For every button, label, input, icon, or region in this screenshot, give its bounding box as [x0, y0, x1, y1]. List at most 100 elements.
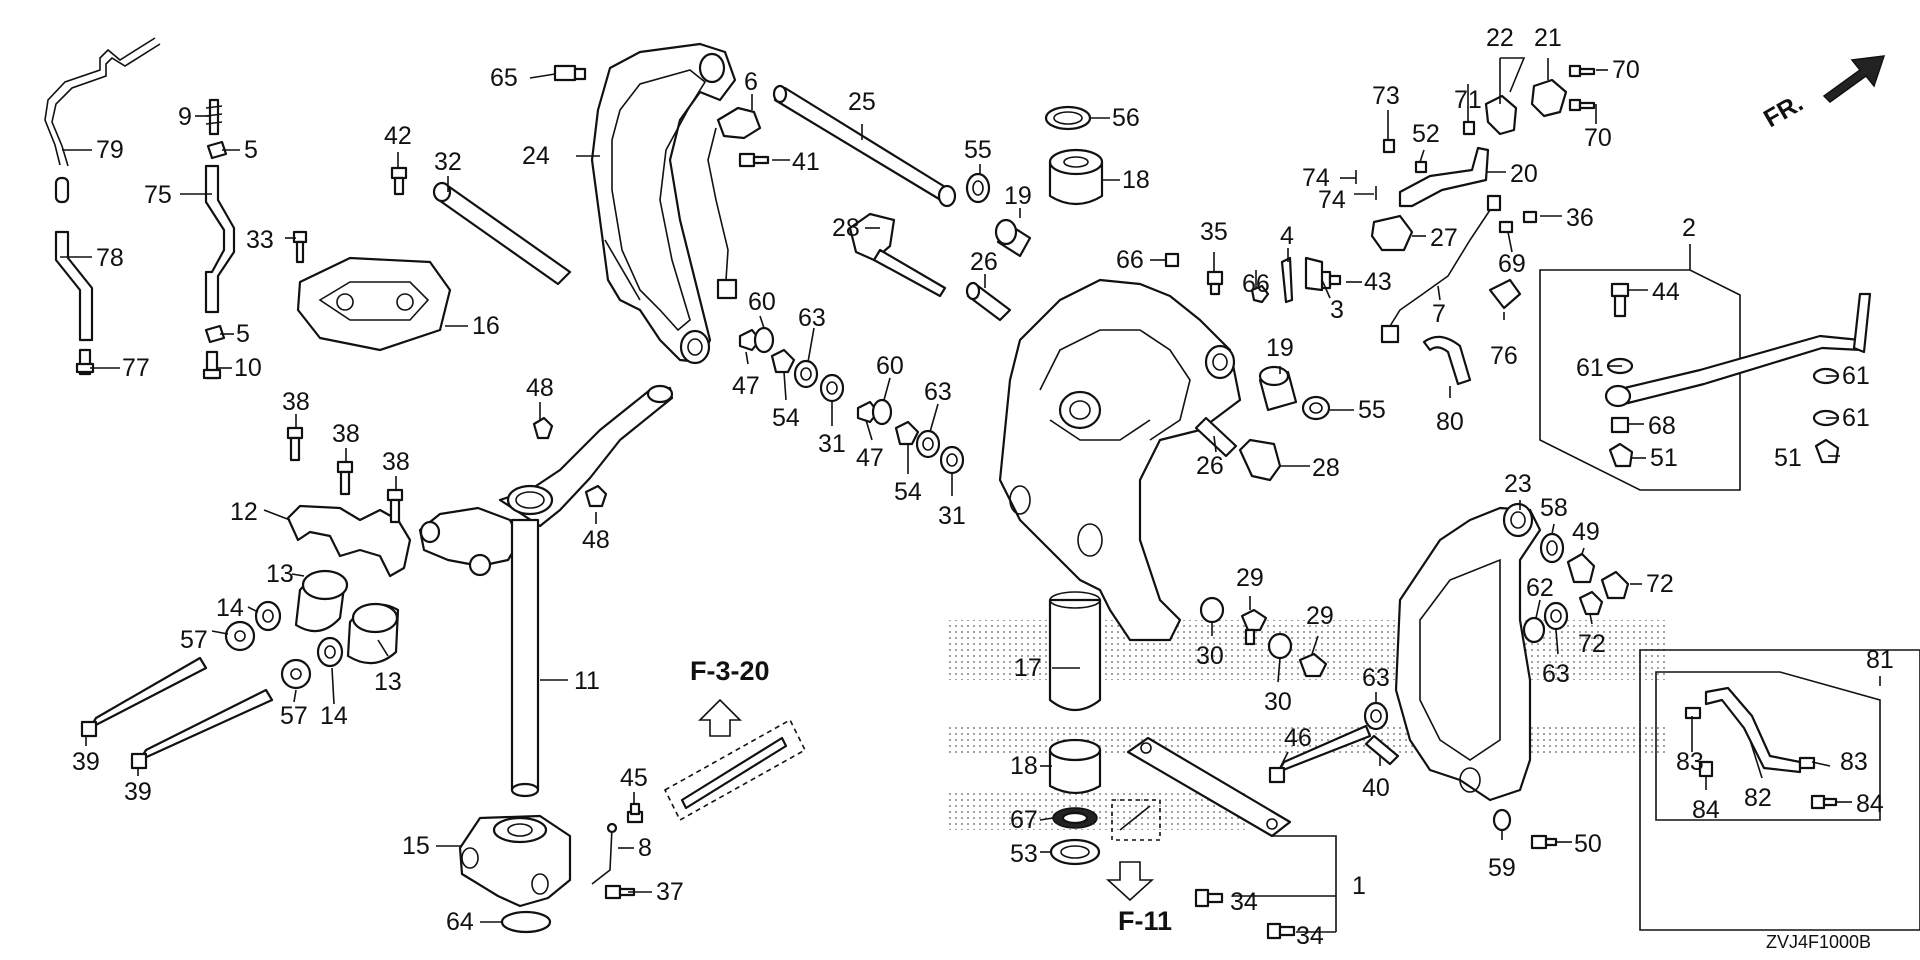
washer-57b	[280, 658, 312, 690]
clip-71	[1462, 120, 1476, 136]
bracket-20	[1398, 146, 1490, 208]
mount-13b	[346, 602, 400, 665]
bolt-29a	[1240, 608, 1268, 646]
washer-63c	[1543, 601, 1569, 631]
part-label-31b: 31	[938, 502, 966, 530]
part-label-39a: 39	[72, 748, 100, 776]
swivel-case-17	[998, 278, 1242, 712]
part-label-46: 46	[1284, 724, 1312, 752]
clip-73	[1382, 138, 1396, 154]
part-label-48a: 48	[526, 374, 554, 402]
part-label-32: 32	[434, 148, 462, 176]
part-label-44: 44	[1652, 278, 1680, 306]
collar-68	[1610, 416, 1630, 434]
bolt-69	[1498, 220, 1514, 234]
part-label-2: 2	[1682, 214, 1696, 242]
part-label-48b: 48	[582, 526, 610, 554]
part-label-4: 4	[1280, 222, 1294, 250]
knob-28a	[848, 212, 947, 298]
cover-16	[296, 256, 452, 352]
nut-51a	[1608, 442, 1634, 468]
clamp-22	[1484, 94, 1518, 136]
part-label-10: 10	[234, 354, 262, 382]
part-label-74a: 74	[1302, 164, 1330, 192]
part-label-53: 53	[1010, 840, 1038, 868]
bolt-29b	[1298, 652, 1328, 678]
bushing-18a	[1048, 148, 1104, 206]
bolt-34b	[1266, 922, 1296, 940]
washer-63d	[1363, 701, 1389, 731]
knob-28b	[1238, 438, 1282, 482]
bolt-35	[1206, 270, 1224, 296]
part-label-52: 52	[1412, 120, 1440, 148]
washer-30a	[1199, 596, 1225, 624]
part-label-11: 11	[574, 667, 600, 695]
part-label-55a: 55	[964, 136, 992, 164]
cable-6	[707, 106, 762, 300]
part-label-15: 15	[402, 832, 430, 860]
bolt-44	[1610, 282, 1630, 318]
bolt-77	[75, 348, 95, 376]
part-label-68: 68	[1648, 412, 1676, 440]
nut-49	[1566, 552, 1596, 584]
mount-13a	[294, 569, 349, 633]
bolt-33	[292, 230, 308, 264]
washer-57a	[224, 620, 256, 652]
part-label-61b: 61	[1842, 362, 1870, 390]
part-label-54a: 54	[772, 404, 800, 432]
part-label-40: 40	[1362, 774, 1390, 802]
part-label-60a: 60	[748, 288, 776, 316]
part-label-83a: 83	[1676, 748, 1704, 776]
part-label-18a: 18	[1122, 166, 1150, 194]
part-label-54b: 54	[894, 478, 922, 506]
part-label-80: 80	[1436, 408, 1464, 436]
part-label-63d: 63	[1362, 664, 1390, 692]
nut-54a	[770, 348, 796, 374]
bolt-70a	[1568, 64, 1596, 78]
part-label-13a: 13	[266, 560, 294, 588]
part-label-56: 56	[1112, 104, 1140, 132]
part-label-51a: 51	[1650, 444, 1678, 472]
washer-62	[1522, 616, 1546, 644]
washer-63a	[793, 359, 819, 389]
part-label-70a: 70	[1612, 56, 1640, 84]
bracket-group-81	[1639, 649, 1920, 931]
part-label-75: 75	[144, 181, 172, 209]
part-label-79: 79	[96, 136, 124, 164]
washer-60b	[871, 398, 893, 426]
part-label-18b: 18	[1010, 752, 1038, 780]
part-label-20: 20	[1510, 160, 1538, 188]
part-label-23: 23	[1504, 470, 1532, 498]
part-label-72a: 72	[1646, 570, 1674, 598]
bolt-45	[626, 802, 644, 824]
part-label-66a: 66	[1116, 246, 1144, 274]
part-label-6: 6	[744, 68, 758, 96]
washer-14a	[254, 600, 282, 632]
pin-26a	[965, 281, 1012, 322]
bolt-42	[390, 166, 408, 196]
part-label-21: 21	[1534, 24, 1562, 52]
part-label-14a: 14	[216, 594, 244, 622]
reference-f-3-20: F-3-20	[663, 656, 807, 822]
steering-arm-11	[418, 384, 674, 798]
washer-55a	[965, 172, 991, 204]
ground-strap-1	[1111, 736, 1292, 841]
cable-8	[591, 822, 618, 885]
bolt-39b	[130, 688, 274, 770]
nut-66b	[1250, 284, 1270, 304]
part-label-19b: 19	[1266, 334, 1294, 362]
part-label-41: 41	[792, 148, 820, 176]
clip-5a	[206, 140, 228, 160]
part-label-29b: 29	[1306, 602, 1334, 630]
bolt-10	[202, 350, 222, 380]
part-label-64: 64	[446, 908, 474, 936]
part-label-76: 76	[1490, 342, 1518, 370]
part-label-63b: 63	[924, 378, 952, 406]
bushing-18b	[1048, 738, 1102, 795]
front-direction-label: FR.	[1759, 89, 1808, 133]
washer-63b	[915, 429, 941, 459]
bolt-38b	[336, 460, 354, 496]
leader-lines	[60, 57, 1881, 933]
bolt-65	[553, 64, 587, 82]
